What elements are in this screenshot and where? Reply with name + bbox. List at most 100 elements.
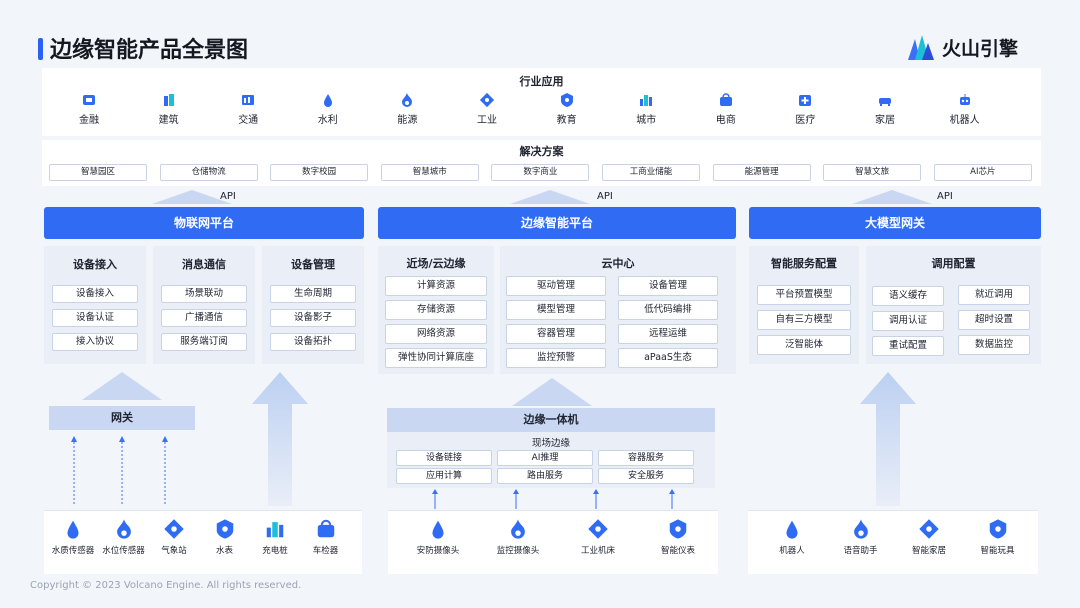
industry-item-label: 金融: [79, 115, 99, 126]
appliance-pill: 应用计算: [396, 468, 492, 484]
api-triangle-iot: [152, 190, 232, 204]
water-meter-icon: [216, 519, 233, 539]
industry-item-label: 交通: [238, 115, 259, 126]
iot-column-title: 消息通信: [182, 258, 226, 271]
edge-cloud-pill: 远程运维: [618, 324, 718, 344]
industry-item: 城市: [611, 92, 681, 126]
device-label: 气象站: [161, 546, 187, 556]
solution-item: 数字校园: [270, 164, 369, 181]
device-item: 语音助手: [826, 518, 896, 556]
appliance-pill: 路由服务: [497, 468, 593, 484]
device-label: 智能仪表: [660, 546, 695, 556]
title-accent-bar: [38, 38, 43, 60]
iot-up-arrow: [252, 372, 308, 506]
llm-call-pill: 调用认证: [872, 311, 944, 331]
edge-near-pill: 计算资源: [385, 276, 487, 296]
water-icon: [323, 94, 332, 107]
device-label: 车检器: [312, 546, 339, 556]
edge-appliance-bar: 边缘一体机: [387, 408, 715, 432]
industry-title: 行业应用: [519, 75, 564, 88]
solution-item: 数字商业: [491, 164, 590, 181]
iot-platform-bar: 物联网平台: [44, 207, 364, 239]
solution-item: 智慧园区: [49, 164, 147, 181]
solution-item: 能源管理: [712, 164, 811, 181]
city-icon: [640, 95, 653, 106]
edge-cloud-pill: 容器管理: [506, 324, 606, 344]
device-label: 智能玩具: [980, 546, 1015, 556]
building-icon: [163, 94, 174, 106]
medical-icon: [799, 95, 812, 106]
llm-gateway-bar: 大模型网关: [749, 207, 1041, 239]
api-label-iot: API: [220, 191, 236, 202]
device-label: 水质传感器: [51, 546, 95, 556]
ecommerce-icon: [719, 93, 732, 106]
page-title: 边缘智能产品全景图: [50, 38, 249, 63]
edge-devices-panel: [388, 510, 718, 574]
edge-cloud-pill: 低代码编排: [618, 300, 718, 320]
llm-call-pill: 就近调用: [958, 285, 1030, 305]
solution-item: AI芯片: [933, 164, 1032, 181]
appliance-up-arrows: [432, 489, 675, 509]
solutions-title: 解决方案: [519, 145, 564, 158]
api-triangle-edge: [510, 190, 590, 204]
iot-feature-pill: 设备接入: [52, 285, 138, 303]
finance-icon: [83, 95, 95, 105]
iot-feature-pill: 设备认证: [52, 309, 138, 327]
iot-feature-pill: 场景联动: [161, 285, 247, 303]
voice-assistant-icon: [853, 519, 868, 539]
iot-feature-pill: 生命周期: [270, 285, 356, 303]
edge-appliance-triangle: [512, 378, 592, 406]
volcano-logo-icon: [908, 35, 934, 60]
industry-item: 电商: [691, 92, 761, 126]
device-item: 智能仪表: [643, 518, 713, 556]
api-label-edge: API: [597, 191, 613, 202]
edge-cloud-pill: 模型管理: [506, 300, 606, 320]
charging-pile-icon: [266, 522, 284, 538]
device-label: 水位传感器: [102, 546, 145, 556]
device-item: 水表: [190, 518, 260, 556]
device-item: 充电桩: [240, 518, 310, 556]
industry-item-label: 水利: [317, 115, 338, 126]
industry-item-label: 建筑: [158, 115, 179, 126]
device-label: 语音助手: [843, 546, 878, 556]
llm-call-pill: 超时设置: [958, 310, 1030, 330]
api-label-llm: API: [937, 191, 953, 202]
iot-feature-pill: 接入协议: [52, 333, 138, 351]
device-item: 安防摄像头: [403, 518, 473, 556]
device-label: 安防摄像头: [416, 546, 460, 556]
industry-item: 医疗: [770, 92, 840, 126]
edge-near-pill: 网络资源: [385, 324, 487, 344]
industry-item-label: 医疗: [795, 115, 816, 126]
weather-station-icon: [164, 519, 184, 539]
robot-device-icon: [786, 520, 798, 539]
volcano-engine-logo: 火山引擎: [906, 32, 1018, 62]
appliance-pill: 安全服务: [598, 468, 694, 484]
solution-item: 工商业储能: [602, 164, 700, 181]
iot-gateway-triangle: [82, 372, 162, 400]
iot-devices-panel: [44, 510, 362, 574]
iot-feature-pill: 设备拓扑: [270, 333, 356, 351]
solution-item: 智慧城市: [380, 164, 479, 181]
security-camera-icon: [432, 520, 444, 539]
iot-feature-pill: 广播通信: [161, 309, 247, 327]
gateway-dashed-arrows: [71, 436, 168, 504]
energy-icon: [402, 93, 413, 107]
industry-panel: [42, 68, 1041, 136]
edge-cloud-pill: aPaaS生态: [618, 348, 718, 368]
llm-up-arrow: [860, 372, 916, 506]
device-item: 水位传感器: [89, 518, 159, 556]
device-label: 智能家居: [911, 546, 946, 556]
smart-home-icon: [919, 519, 939, 539]
appliance-pill: 容器服务: [598, 450, 694, 466]
industry-item: 家居: [850, 92, 920, 126]
device-item: 水质传感器: [38, 518, 108, 556]
llm-devices-panel: [748, 510, 1038, 574]
iot-column-title: 设备接入: [73, 258, 117, 271]
logo-text: 火山引擎: [942, 37, 1019, 60]
vehicle-detector-icon: [317, 519, 334, 538]
industry-item: 建筑: [134, 92, 204, 126]
device-item: 工业机床: [563, 518, 633, 556]
edge-cloud-pill: 设备管理: [618, 276, 718, 296]
industry-item-label: 电商: [715, 115, 736, 126]
solution-item: 智慧文旅: [823, 164, 922, 181]
